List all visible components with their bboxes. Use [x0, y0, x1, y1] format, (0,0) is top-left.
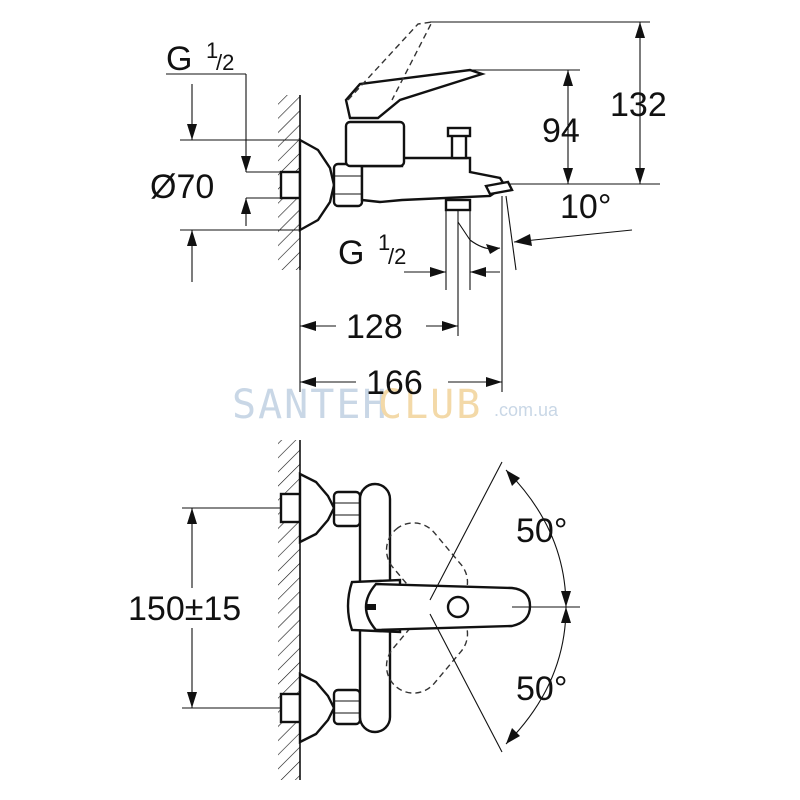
- side-view: 94 132 10° G 1 /2 Ø70: [150, 21, 667, 402]
- dim-132: 132: [610, 86, 667, 124]
- svg-text:/2: /2: [216, 50, 234, 75]
- thread-top-label: G 1 /2: [166, 38, 234, 78]
- upper-escutcheon: [298, 472, 336, 544]
- svg-text:/2: /2: [388, 244, 406, 269]
- spout-tip: [484, 180, 514, 196]
- dim-150-centers: 150±15: [128, 590, 241, 628]
- lower-nipple: [279, 692, 302, 724]
- escutcheon: [298, 137, 336, 233]
- svg-text:G: G: [166, 40, 192, 78]
- dim-diameter-70: Ø70: [150, 168, 214, 206]
- upper-hex-nut: [332, 490, 362, 528]
- dim-angle-up-50: 50°: [516, 512, 567, 550]
- lower-hex-nut: [332, 688, 362, 726]
- lever-raised-outline: [347, 21, 434, 101]
- hex-nut: [332, 162, 364, 208]
- watermark: SANTEH CLUB .com.ua: [232, 382, 559, 428]
- watermark-part2: CLUB: [378, 382, 482, 428]
- wall-nipple: [279, 170, 302, 200]
- lever-handle: [344, 68, 486, 120]
- watermark-part1: SANTEH: [232, 382, 389, 428]
- diverter-cap: [446, 126, 472, 138]
- front-view: 50° 50° 150±15: [128, 440, 580, 780]
- indicator-mark: [366, 604, 376, 610]
- dim-angle-10: 10°: [560, 188, 611, 226]
- cartridge-housing: [344, 120, 406, 168]
- dim-128: 128: [346, 308, 403, 346]
- thread-bottom-label: G 1 /2: [338, 230, 406, 272]
- lever-rotated-up-outline: [385, 522, 469, 610]
- dim-angle-down-50: 50°: [516, 670, 567, 708]
- lever-cap: [446, 595, 470, 619]
- watermark-part3: .com.ua: [494, 400, 559, 420]
- dim-166: 166: [366, 364, 423, 402]
- lower-escutcheon: [298, 672, 336, 744]
- dim-94: 94: [542, 112, 580, 150]
- svg-text:1: 1: [378, 230, 390, 255]
- spout-outlet: [444, 198, 472, 212]
- upper-nipple: [279, 492, 302, 524]
- svg-text:1: 1: [206, 38, 218, 63]
- wall-hatch-bottom: [278, 440, 300, 780]
- svg-text:G: G: [338, 234, 364, 272]
